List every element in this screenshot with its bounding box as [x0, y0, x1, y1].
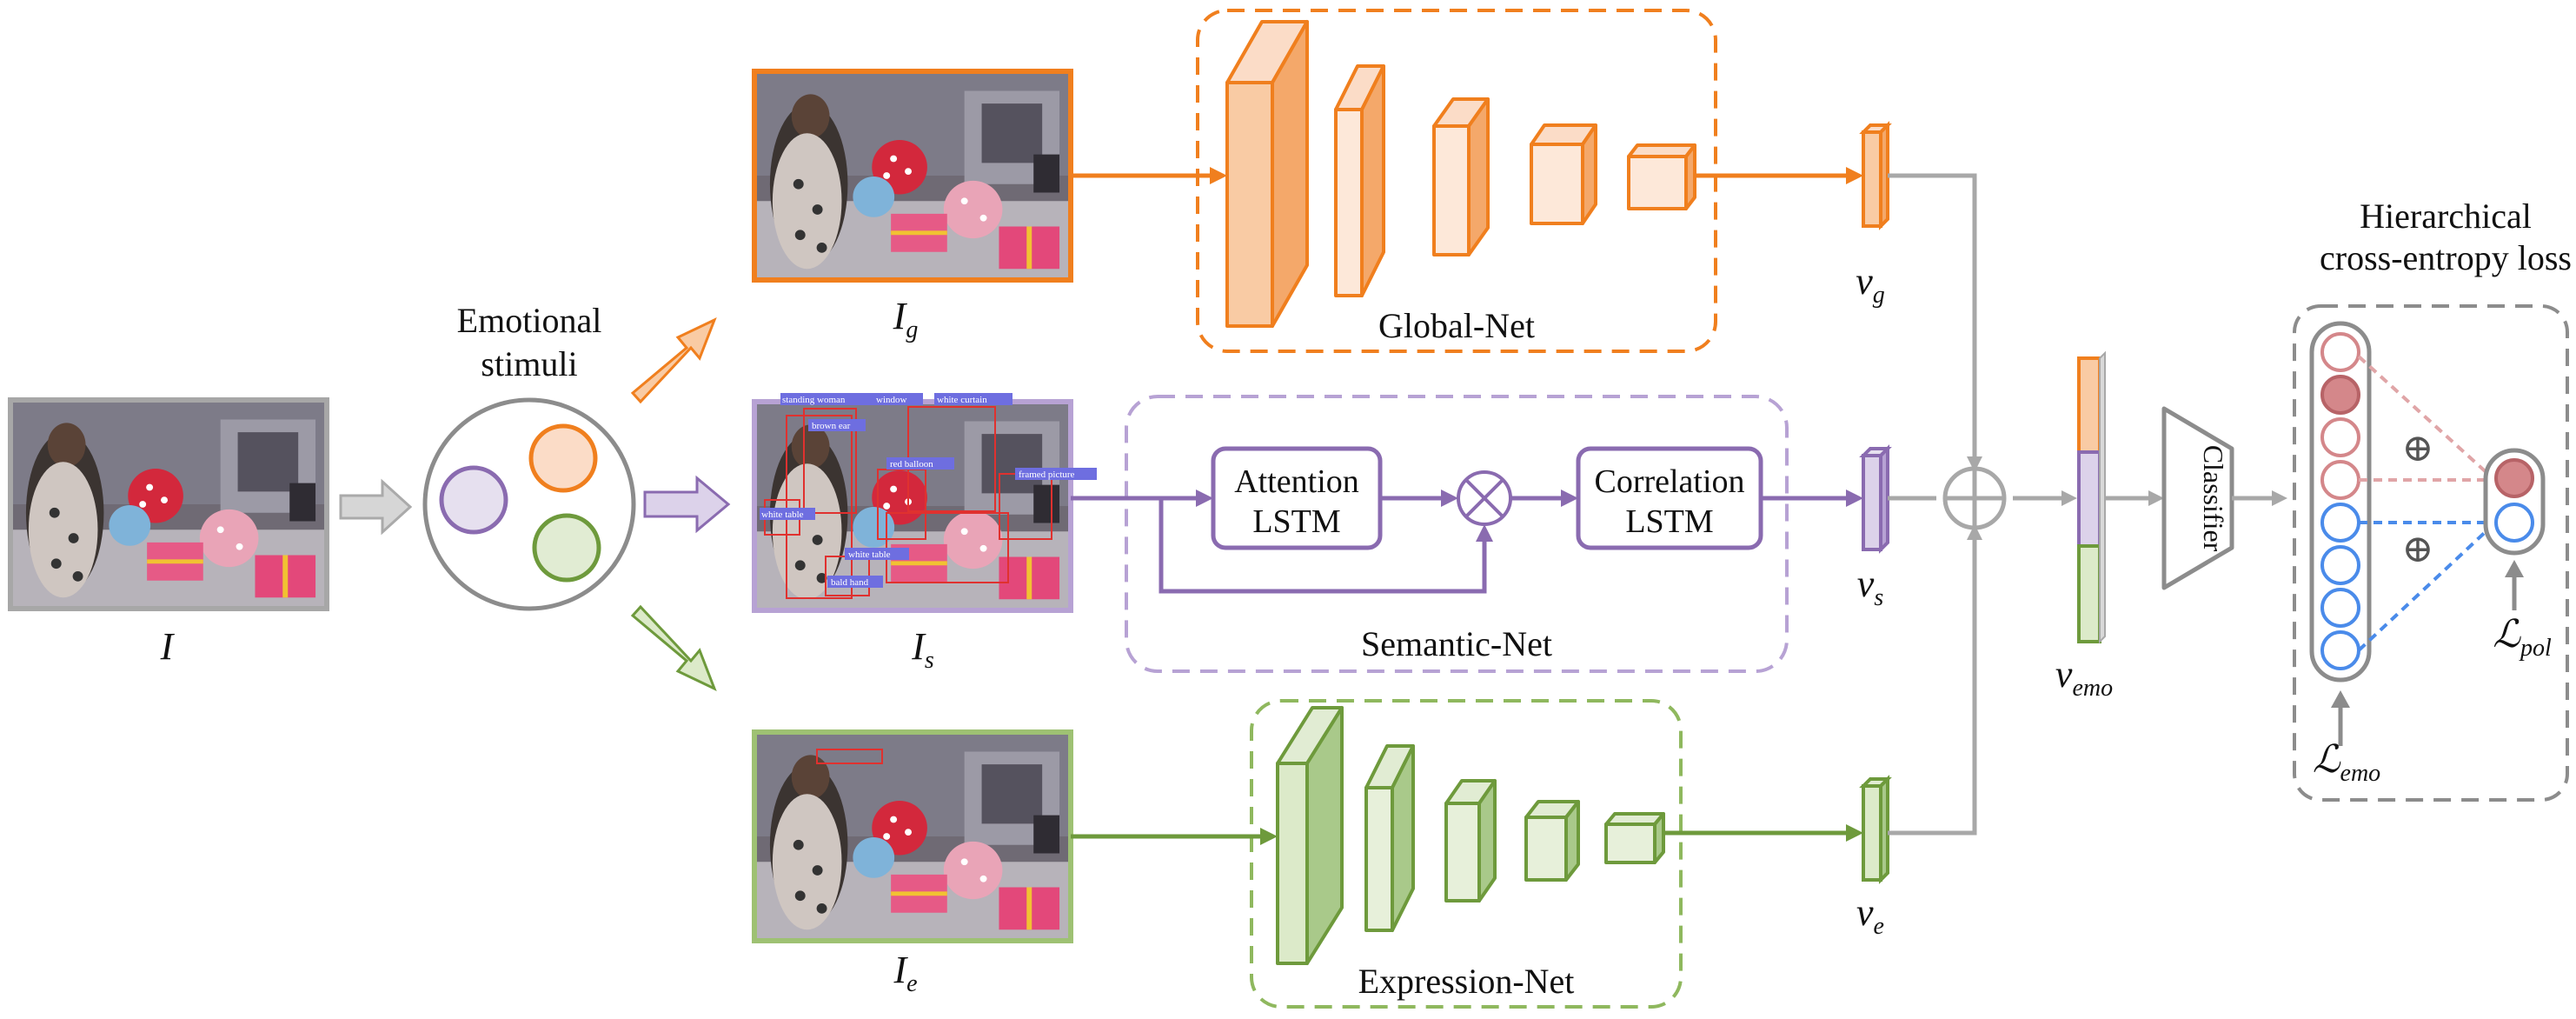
fusion-arrowheads: [1967, 456, 2077, 540]
loss-arrows: [2331, 560, 2524, 746]
detection-tags: standing woman window white curtain brow…: [760, 393, 1097, 588]
arrow-icon: [339, 478, 413, 536]
detection-tag: window: [876, 395, 907, 405]
hierarchy-links: [2357, 355, 2493, 652]
global-image-label: Ig: [893, 295, 919, 343]
expression-net-box: [1250, 699, 1683, 1009]
global-image: [752, 69, 1073, 283]
expression-image: [752, 729, 1073, 943]
detection-tag: brown ear: [812, 421, 851, 431]
semantic-arrows: [1071, 490, 1863, 594]
semantic-image: [752, 399, 1073, 613]
correlation-lstm-label-1: Correlation: [1594, 463, 1744, 500]
vemo-vector: [2077, 350, 2106, 644]
plus-circle-icon: ⊕: [2402, 528, 2434, 570]
stimuli-title-line2: stimuli: [481, 344, 577, 383]
plus-circle-icon: ⊕: [2402, 427, 2434, 470]
l-pol-label: ℒpol: [2493, 613, 2552, 662]
loss-box: [2293, 304, 2569, 802]
arrow-icon: [643, 475, 731, 534]
vemo-to-classifier-arrow: [2105, 490, 2164, 506]
fusion-lines: [1888, 173, 2061, 836]
l-emo-label: ℒemo: [2313, 738, 2380, 787]
arrow-icon: [630, 604, 717, 691]
detection-tag: framed picture: [1019, 470, 1075, 480]
expression-arrows: [1071, 824, 1863, 845]
loss-title-line2: cross-entropy loss: [2320, 238, 2572, 277]
stimuli-circle: [422, 397, 636, 611]
detection-tag: standing woman: [782, 395, 846, 405]
input-image-label: I: [160, 625, 176, 668]
global-net-box: [1196, 9, 1717, 353]
vg-label: vg: [1856, 260, 1885, 309]
semantic-net-label: Semantic-Net: [1361, 624, 1552, 663]
plus-circle-icon: [1942, 466, 2007, 530]
detection-tag: bald hand: [831, 577, 869, 588]
vg-vector: [1859, 121, 1892, 230]
global-net-label: Global-Net: [1378, 306, 1535, 345]
detection-tag: white curtain: [937, 395, 987, 405]
input-image: [8, 397, 329, 611]
ve-label: ve: [1856, 891, 1884, 940]
attention-lstm-label-1: Attention: [1234, 463, 1359, 500]
expression-net-label: Expression-Net: [1358, 962, 1575, 1001]
vs-label: vs: [1857, 563, 1884, 611]
attention-lstm-label-2: LSTM: [1252, 503, 1340, 540]
multiply-circle-icon: [1457, 470, 1512, 526]
correlation-lstm: Correlation LSTM: [1576, 446, 1763, 550]
detection-tag: white table: [848, 549, 891, 560]
classifier: Classifier: [2161, 406, 2234, 590]
global-cnn-blocks: [1225, 20, 1696, 328]
loss-title-line1: Hierarchical: [2360, 196, 2532, 236]
emotion-node-column: [2309, 321, 2372, 683]
vs-vector: [1859, 444, 1892, 554]
semantic-image-label: Is: [911, 625, 934, 674]
attention-lstm: Attention LSTM: [1211, 446, 1383, 550]
stimuli-title-line1: Emotional: [457, 301, 602, 340]
detection-tag: red balloon: [890, 459, 933, 470]
arrow-icon: [630, 317, 717, 404]
vemo-label: vemo: [2055, 653, 2113, 702]
ve-vector: [1859, 775, 1892, 884]
classifier-label: Classifier: [2198, 445, 2229, 552]
classifier-to-loss-arrow: [2232, 490, 2287, 506]
semantic-net-box: [1125, 395, 1789, 673]
global-arrows: [1071, 167, 1863, 184]
correlation-lstm-label-2: LSTM: [1625, 503, 1713, 540]
detection-tag: white table: [761, 510, 804, 520]
expression-image-label: Ie: [893, 949, 917, 997]
polarity-node-column: [2483, 448, 2546, 556]
expression-cnn-blocks: [1276, 706, 1665, 965]
